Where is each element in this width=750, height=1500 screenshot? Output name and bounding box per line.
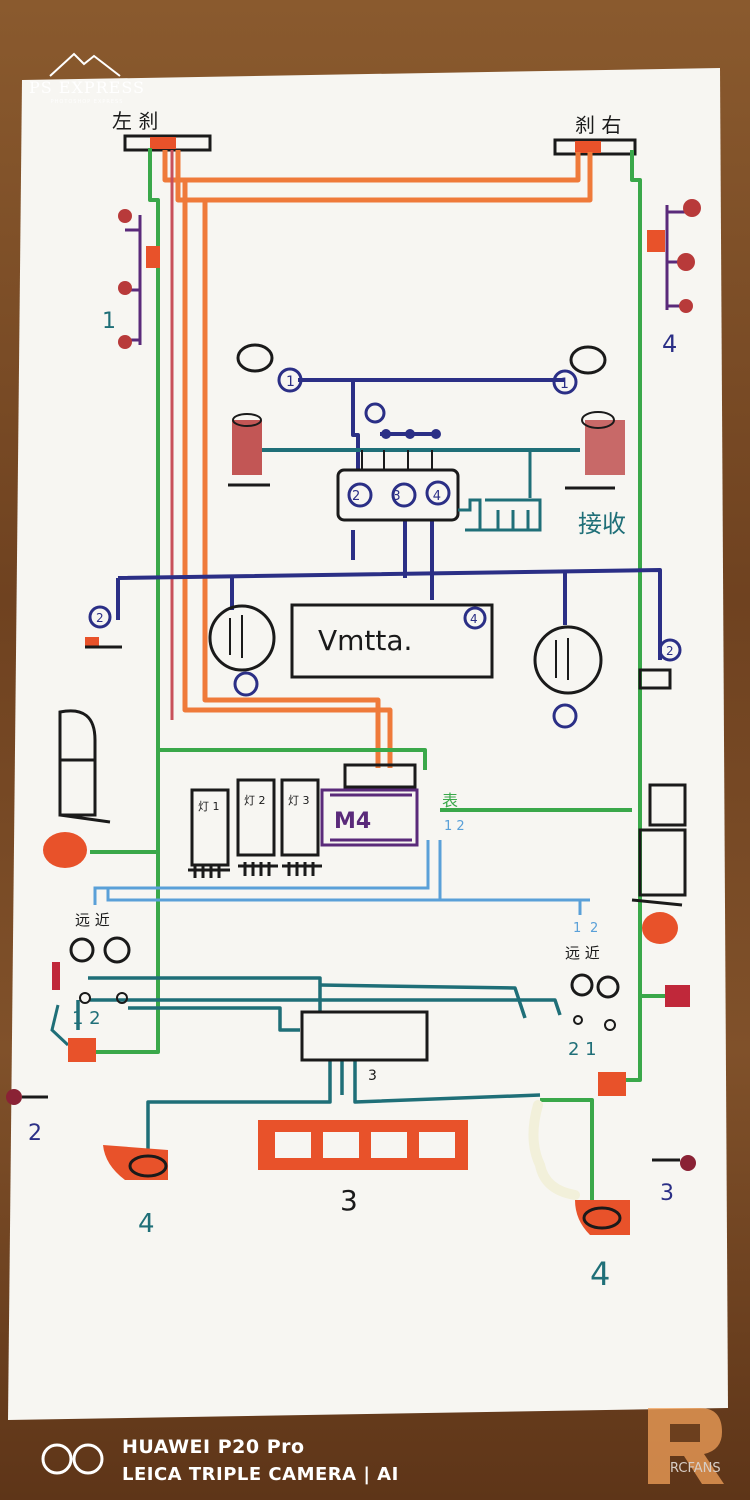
left-horn [103,1145,168,1180]
mid-left-num: 2 [96,611,104,625]
top-right-servo [552,345,607,395]
mid-left-connector [85,605,122,649]
navy-wires [116,378,662,660]
left-indicator-2 [118,281,132,295]
orange-wires [162,150,593,768]
hub-box [300,1010,429,1062]
left-head-lamp-red [43,832,87,868]
teal-bottom-wires [76,976,562,1150]
side-nums: 1 2 [444,819,465,834]
big-left-servo [208,604,276,697]
m4-board [320,763,419,847]
servo-num-4: 4 [470,612,478,626]
top-right-num: 1 [560,376,569,392]
rcfans-logo: RCFANS [648,1408,724,1484]
hub-num: 3 [368,1068,377,1084]
right-cluster-num: 4 [662,330,677,358]
lamp-3: 灯 3 [288,794,310,807]
lamp-2: 灯 2 [244,794,266,807]
blue-side-2: 2 [590,921,598,936]
receiver-connector [458,498,542,532]
bottom-right-num: 3 [660,1181,674,1206]
ps-sub: PHOTOSHOP EXPRESS [50,99,124,105]
left-indicator-1 [118,209,132,223]
lamp-modules [188,778,322,878]
left-indicator-3 [118,335,132,349]
side-b-label: 表 [442,791,458,810]
top-right-lamp-label: 刹 右 [575,113,621,137]
paper-sheet [8,68,728,1420]
bottom-left-dot [6,1089,22,1105]
board-label: M4 [334,809,371,834]
switch-block [336,402,460,522]
bottom-left-num: 2 [28,1121,42,1146]
right-sw-nums: 2 1 [568,1039,597,1060]
connector-label: 接收 [578,510,626,538]
far-near-right: 远 近 [565,944,600,962]
mid-right-connector [638,638,682,690]
ps-brand: PS EXPRESS [28,78,145,97]
camera-model: HUAWEI P20 Pro [122,1436,305,1458]
light-bar [258,1120,468,1170]
right-head-lamp-red [642,912,678,944]
right-post [565,411,625,490]
bottom-right-dot [680,1155,696,1171]
lamp-1: 灯 1 [198,800,220,813]
motor-box [290,603,494,679]
left-red-switch [52,962,60,990]
left-red-relay [68,1038,96,1062]
motor-label: Vmtta. [318,624,412,657]
light-bar-num: 3 [340,1184,358,1217]
left-sw-nums: 1 2 [72,1008,101,1029]
bottom-right-horn-num: 4 [590,1255,610,1293]
right-indicator-2 [677,253,695,271]
right-red-switch [665,985,690,1007]
left-head-lamp [58,709,111,824]
left-cluster-num: 1 [102,309,116,334]
right-red-relay [598,1072,626,1096]
left-post [228,413,270,487]
camera-sub: LEICA TRIPLE CAMERA | AI [122,1464,399,1485]
switch-nums: 2 3 4 [352,489,455,504]
top-left-servo [236,343,303,393]
right-head-lamp [631,783,687,907]
right-indicator-1 [683,199,701,217]
camera-rings-icon [41,1443,104,1475]
glue-trace [528,1100,580,1200]
mountain-icon [49,52,121,77]
right-indicator-3 [679,299,693,313]
top-right-brake-lamp [553,138,637,156]
top-blue-num: 1 [286,374,295,390]
blue-side-1: 1 [573,921,581,936]
top-left-lamp-label: 左 刹 [112,109,158,133]
light-blue-wires [93,840,590,915]
ps-express-watermark: PS EXPRESS PHOTOSHOP EXPRESS [12,48,162,118]
mid-right-num: 2 [666,644,674,658]
far-near-left: 远 近 [75,911,110,929]
left-cluster-led [146,246,160,268]
rcfans-text: RCFANS [670,1461,721,1476]
bottom-left-horn-num: 4 [138,1209,155,1239]
big-right-servo [533,625,603,729]
green-wires [90,148,665,1200]
right-cluster-led [647,230,665,252]
right-horn [575,1200,630,1235]
